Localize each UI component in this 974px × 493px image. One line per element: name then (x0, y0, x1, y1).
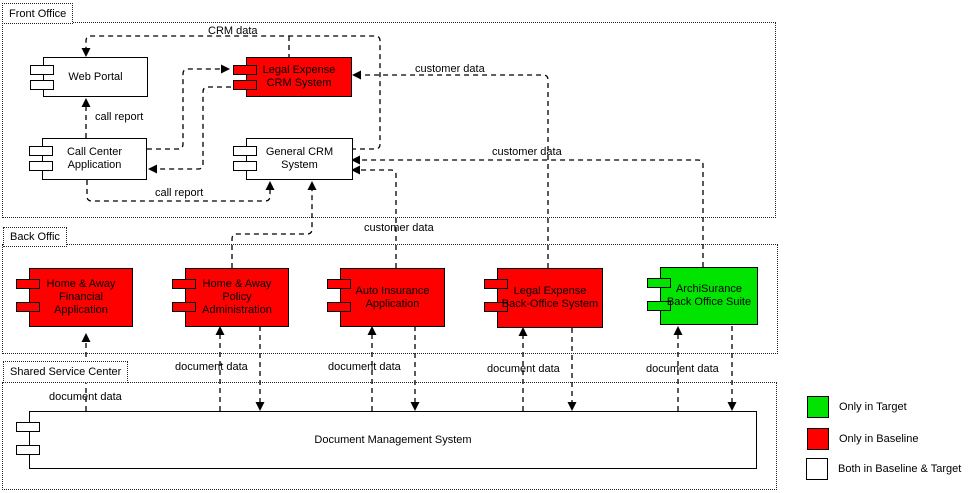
flow-line-customer-data-mid (360, 159, 704, 267)
component-label: Home & Away Financial Application (46, 278, 116, 316)
component-port-icon (233, 161, 257, 171)
flow-label: document data (328, 361, 401, 373)
component-port-icon (233, 146, 257, 156)
component-port-icon (16, 445, 40, 455)
component-port-icon (484, 279, 508, 289)
component-label: Call Center Application (66, 146, 123, 171)
component-port-icon (172, 302, 196, 312)
component-port-icon (30, 65, 54, 75)
flow-label: call report (155, 187, 204, 199)
legend-label: Only in Target (839, 401, 907, 413)
flow-line-call-report-bottom (86, 180, 271, 202)
component-port-icon (16, 302, 40, 312)
flow-label: document data (49, 391, 122, 403)
component-label: Home & Away Policy Administration (202, 278, 272, 316)
flow-line-policy-to-crm (231, 188, 313, 268)
component-port-icon (484, 302, 508, 312)
component-port-icon (233, 65, 257, 75)
component-label: Web Portal (68, 70, 123, 83)
component-label: Legal Expense Back-Office System (501, 285, 599, 310)
component-legal-expense-back-office-system[interactable]: Legal Expense Back-Office System (484, 268, 603, 328)
component-home-away-policy-administration[interactable]: Home & Away Policy Administration (172, 268, 289, 327)
component-port-icon (327, 279, 351, 289)
legend-label: Both in Baseline & Target (838, 463, 962, 475)
flow-line-customer-data-low (360, 169, 397, 268)
shared-service-center-label: Shared Service Center (3, 361, 129, 383)
component-port-icon (29, 146, 53, 156)
component-port-icon (233, 80, 257, 90)
flow-label: CRM data (208, 25, 258, 37)
legend-label: Only in Baseline (839, 433, 919, 445)
shared-service-center-boundary (2, 382, 777, 490)
front-office-boundary (2, 22, 776, 218)
component-label: Auto Insurance Application (355, 284, 430, 310)
flow-line-callcenter-to-lecrm (147, 68, 222, 150)
legend-swatch-green (807, 396, 829, 418)
component-port-icon (647, 278, 671, 288)
flow-line-crm-data (85, 35, 381, 150)
component-legal-expense-crm-system[interactable]: Legal Expense CRM System (233, 57, 352, 97)
back-office-boundary (2, 244, 778, 354)
component-home-away-financial-application[interactable]: Home & Away Financial Application (16, 268, 133, 327)
flow-label: customer data (415, 63, 485, 75)
component-label: ArchiSurance Back Office Suite (666, 283, 752, 308)
component-port-icon (29, 161, 53, 171)
back-office-label: Back Offic (3, 227, 67, 247)
component-port-icon (16, 422, 40, 432)
component-document-management-system[interactable]: Document Management System (16, 411, 757, 469)
legend-swatch-red (807, 428, 829, 450)
flow-label: document data (487, 363, 560, 375)
component-general-crm-system[interactable]: General CRM System (233, 138, 353, 180)
component-port-icon (647, 301, 671, 311)
flow-line-lecrm-to-callcenter (158, 86, 231, 170)
component-label: General CRM System (265, 146, 334, 171)
component-port-icon (16, 279, 40, 289)
flow-label: customer data (492, 146, 562, 158)
flow-line-customer-data-top (361, 74, 549, 268)
component-label: Legal Expense CRM System (262, 64, 336, 89)
component-auto-insurance-application[interactable]: Auto Insurance Application (327, 268, 445, 327)
front-office-label: Front Office (2, 3, 74, 24)
component-archisurance-back-office-suite[interactable]: ArchiSurance Back Office Suite (647, 267, 758, 325)
legend-swatch-white (806, 458, 828, 480)
flow-label: call report (95, 111, 144, 123)
component-port-icon (327, 302, 351, 312)
flow-label: document data (175, 361, 248, 373)
arrowheads (81, 48, 737, 411)
component-label: Document Management System (314, 433, 472, 446)
flow-label: customer data (364, 222, 434, 234)
component-port-icon (30, 80, 54, 90)
component-port-icon (172, 279, 196, 289)
component-call-center-application[interactable]: Call Center Application (29, 138, 147, 180)
component-web-portal[interactable]: Web Portal (30, 57, 148, 97)
flow-label: document data (646, 363, 719, 375)
